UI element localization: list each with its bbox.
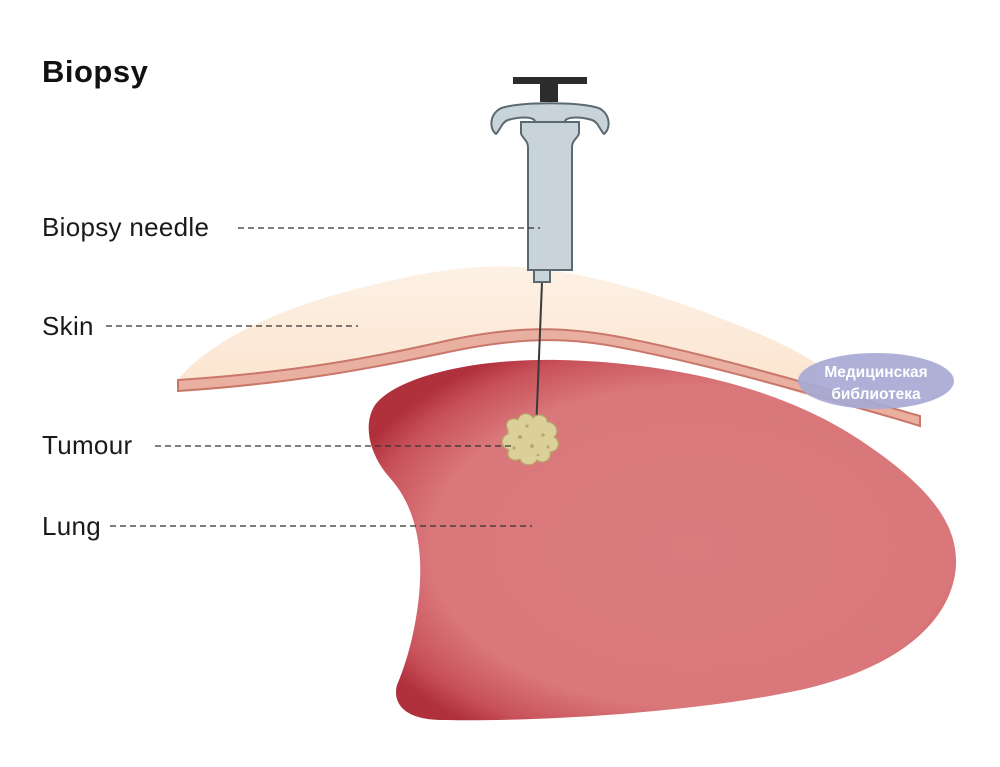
label-skin: Skin — [42, 311, 94, 341]
needle-shaft — [535, 281, 543, 433]
tumour-texture — [512, 446, 516, 450]
tumour-texture — [525, 424, 529, 428]
watermark-badge: Медицинская библиотека — [798, 353, 954, 409]
tumour-texture — [541, 433, 545, 437]
skin-edge — [177, 328, 921, 428]
tumour-texture — [546, 445, 550, 449]
tumour-texture — [518, 435, 522, 439]
label-lung: Lung — [42, 511, 102, 541]
tumour — [501, 413, 559, 466]
diagram-title: Biopsy — [42, 54, 149, 89]
watermark-line1: Медицинская — [824, 364, 927, 381]
tumour-texture — [536, 453, 540, 457]
tumour-texture — [530, 444, 534, 448]
lung — [368, 359, 957, 721]
watermark-line2: библиотека — [831, 386, 921, 403]
label-biopsy-needle: Biopsy needle — [42, 212, 210, 242]
label-tumour: Tumour — [42, 430, 133, 460]
syringe-icon — [490, 77, 610, 283]
